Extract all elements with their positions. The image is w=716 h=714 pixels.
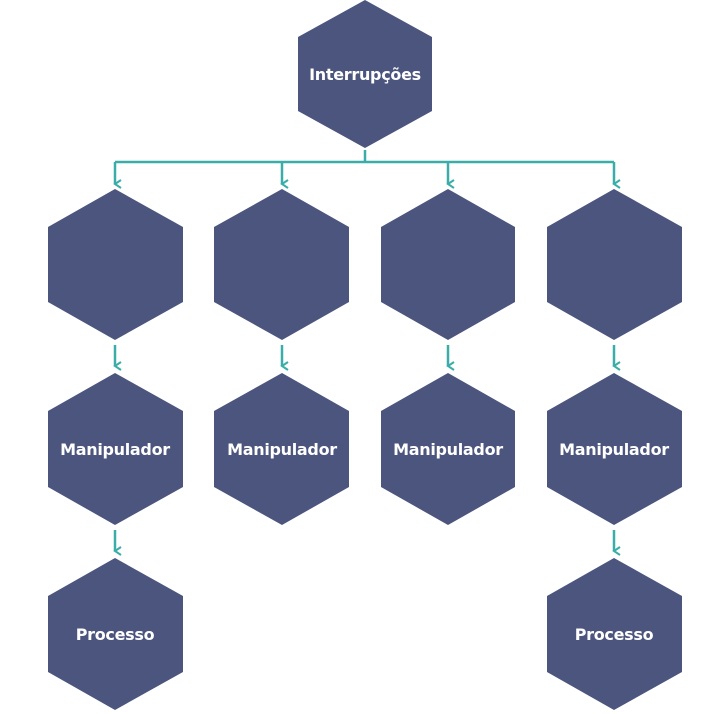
handler-label: Manipulador bbox=[393, 440, 503, 459]
handler-connectors bbox=[113, 345, 621, 371]
handler-row: Manipulador Manipulador Manipulador Mani… bbox=[48, 373, 682, 525]
handler-node: Manipulador bbox=[214, 373, 349, 525]
level1-hexagon bbox=[48, 189, 183, 340]
handler-hexagon bbox=[214, 373, 349, 525]
root-hexagon bbox=[298, 0, 432, 148]
handler-hexagon bbox=[381, 373, 515, 525]
level1-hexagon bbox=[547, 189, 682, 340]
process-connectors bbox=[113, 530, 621, 556]
level1-node bbox=[214, 189, 349, 340]
process-label: Processo bbox=[76, 625, 155, 644]
process-hexagon bbox=[48, 558, 183, 710]
handler-label: Manipulador bbox=[227, 440, 337, 459]
level1-node bbox=[48, 189, 183, 340]
handler-hexagon bbox=[48, 373, 183, 525]
process-node: Processo bbox=[547, 558, 682, 710]
process-node: Processo bbox=[48, 558, 183, 710]
level1-hexagon bbox=[381, 189, 515, 340]
handler-node: Manipulador bbox=[48, 373, 183, 525]
process-hexagon bbox=[547, 558, 682, 710]
handler-node: Manipulador bbox=[547, 373, 682, 525]
level1-hexagon bbox=[214, 189, 349, 340]
process-label: Processo bbox=[575, 625, 654, 644]
level1-node bbox=[547, 189, 682, 340]
level1-node bbox=[381, 189, 515, 340]
root-node: Interrupções bbox=[298, 0, 432, 148]
handler-node: Manipulador bbox=[381, 373, 515, 525]
root-label: Interrupções bbox=[309, 65, 421, 84]
handler-label: Manipulador bbox=[60, 440, 170, 459]
handler-hexagon bbox=[547, 373, 682, 525]
root-connectors bbox=[113, 150, 621, 189]
process-row: Processo Processo bbox=[48, 558, 682, 710]
level1-row bbox=[48, 189, 682, 340]
handler-label: Manipulador bbox=[559, 440, 669, 459]
